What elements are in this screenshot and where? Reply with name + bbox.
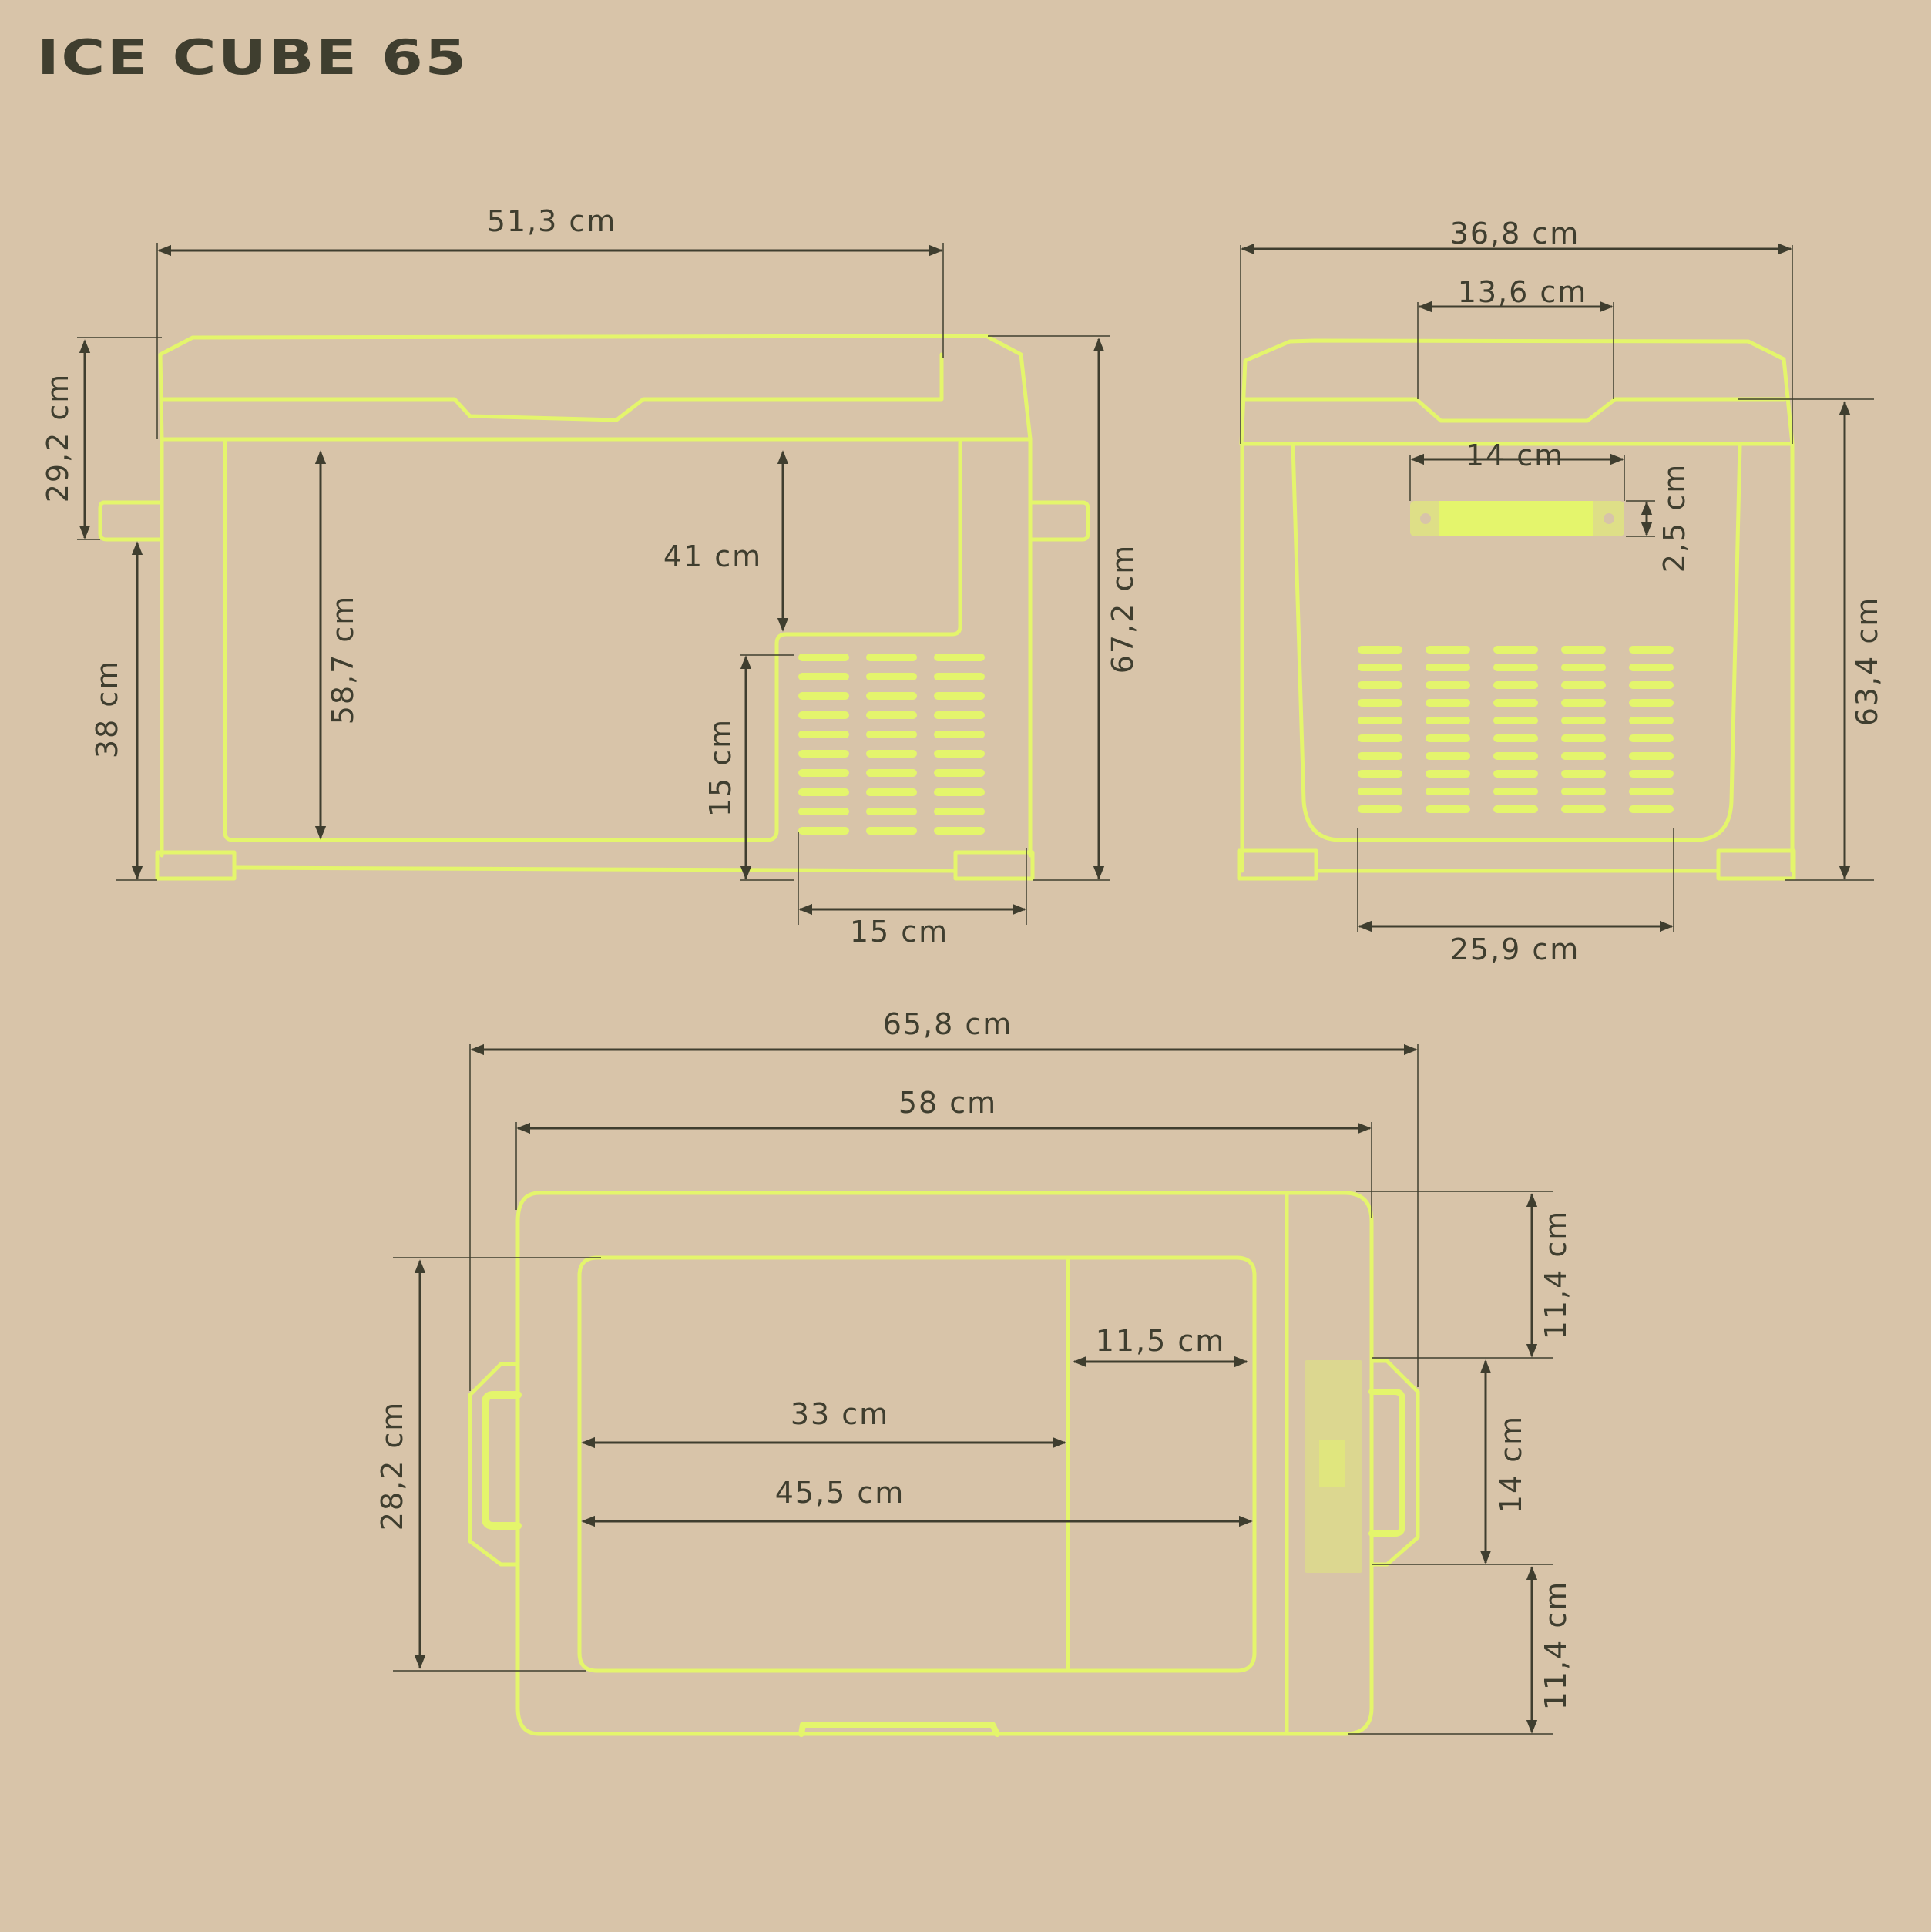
dim-handle-width: 14 cm <box>1466 438 1564 472</box>
side-lid-outline <box>1239 338 1795 446</box>
dim-side-body-height: 63,4 cm <box>1850 596 1884 727</box>
dim-compressor-width: 15 cm <box>850 915 949 949</box>
dim-interior-height: 58,7 cm <box>326 595 360 725</box>
left-foot <box>155 850 237 881</box>
dim-vent-width: 25,9 cm <box>1450 932 1580 966</box>
front-view: 51,3 cm 29,2 cm 38 cm 58,7 cm 41 cm 15 c… <box>41 204 1140 949</box>
side-right-foot <box>1716 848 1796 881</box>
body-sides <box>160 437 1033 858</box>
right-foot <box>953 850 1035 881</box>
dim-body-length: 58 cm <box>898 1086 997 1120</box>
dim-interior-length: 45,5 cm <box>775 1476 905 1510</box>
top-interior-outline <box>577 1255 1257 1673</box>
dim-total-length: 65,8 cm <box>883 1007 1013 1041</box>
compressor-vents <box>798 654 985 835</box>
dim-interior-depth: 28,2 cm <box>375 1401 409 1531</box>
dim-secondary-compartment: 11,5 cm <box>1096 1324 1226 1358</box>
lid-inner <box>160 352 944 422</box>
side-body-inner <box>1291 443 1742 842</box>
top-body-outline <box>515 1191 1374 1736</box>
dim-handle-offset-top: 11,4 cm <box>1539 1210 1573 1340</box>
dim-lid-handle-width: 13,6 cm <box>1458 275 1588 309</box>
dim-compressor-height: 15 cm <box>704 718 737 817</box>
page-title: ICE CUBE 65 <box>37 29 468 86</box>
top-view: 65,8 cm 58 cm 11,5 cm 33 cm 45,5 cm 28,2… <box>375 1007 1573 1737</box>
dim-lid-height: 29,2 cm <box>41 373 75 503</box>
right-handle <box>1028 500 1090 542</box>
dim-top-handle-width: 14 cm <box>1494 1415 1528 1514</box>
lid-outline <box>158 334 1033 442</box>
dim-total-height: 67,2 cm <box>1106 544 1140 674</box>
dim-handle-offset-bottom: 11,4 cm <box>1539 1581 1573 1711</box>
dim-main-compartment: 33 cm <box>791 1397 889 1431</box>
dim-handle-height-side: 2,5 cm <box>1657 463 1691 573</box>
dim-side-width: 36,8 cm <box>1450 217 1580 250</box>
dim-handle-height: 38 cm <box>90 660 124 758</box>
side-left-foot <box>1237 848 1318 881</box>
side-vents <box>1358 646 1674 813</box>
left-handle <box>98 500 164 542</box>
interior-outline <box>223 440 962 842</box>
side-view: 36,8 cm 13,6 cm 14 cm 2,5 cm 25,9 cm 63,… <box>1237 217 1884 966</box>
dim-lid-width: 51,3 cm <box>487 204 617 238</box>
side-carry-handle <box>1439 501 1593 536</box>
dim-compartment-depth: 41 cm <box>663 539 762 573</box>
top-left-handle <box>468 1362 520 1567</box>
